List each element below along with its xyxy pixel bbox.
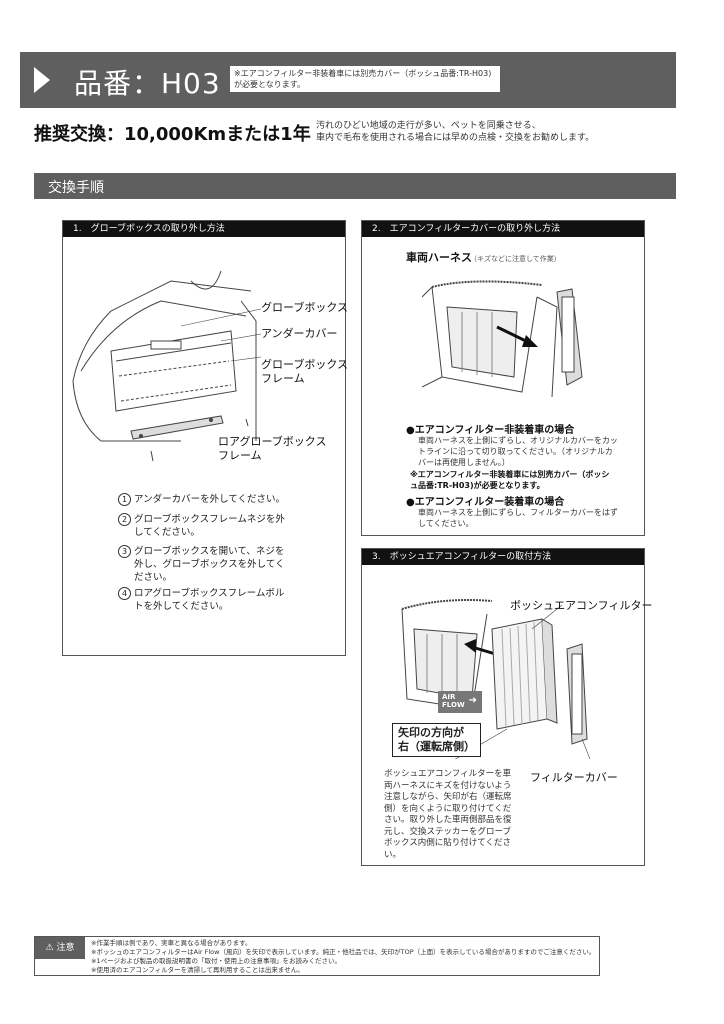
step-item: 4 ロアグローブボックスフレームボルトを外してください。 [118,587,288,613]
caution-line: ※1ページおよび製品の取扱説明書の「取付・使用上の注意事項」をお読みください。 [91,957,341,965]
equipped-text: 車両ハーネスを上側にずらし、フィルターカバーをはずしてください。 [418,508,618,528]
label-frame-line2: フレーム [261,372,305,385]
step-text: アンダーカバーを外してください。 [134,494,286,505]
step-text: ロアグローブボックスフレームボルトを外してください。 [134,588,285,612]
label-filter-cover: フィルターカバー [530,771,618,784]
glovebox-illustration [72,270,261,462]
caution-line: ※ボッシュのエアコンフィルターはAir Flow（風向）を矢印で表示しています。… [91,948,596,956]
caution-box: ⚠ 注意 ※作業手順は例であり、実車と異なる場合があります。 ※ボッシュのエアコ… [34,936,600,976]
step1-heading: 1. グローブボックスの取り外し方法 [63,221,345,237]
step-item: 3 グローブボックスを開いて、ネジを外し、グローブボックスを外してください。 [118,545,288,584]
not-equipped-warning: ※エアコンフィルター非装着車には別売カバー（ボッシュ品番:TR-H03)が必要と… [410,470,610,490]
step-number: 3 [118,545,131,558]
filter-install-illustration [401,599,591,759]
step-number: 4 [118,587,131,600]
label-under-cover: アンダーカバー [261,327,338,340]
airflow-line2: FLOW [442,701,465,709]
caution-tag: ⚠ 注意 [35,937,85,959]
equipped-title: ●エアコンフィルター装着車の場合 [406,497,565,508]
label-glove-box: グローブボックス [261,301,349,314]
page-title: 品番：H03 [74,67,221,100]
step1-box: 1. グローブボックスの取り外し方法 グローブボックス アンダーカバー グローブ… [62,220,349,656]
section-bar: 交換手順 [34,173,676,199]
caution-line: ※作業手順は例であり、実車と異なる場合があります。 [91,939,252,947]
section-title: 交換手順 [48,180,104,196]
step-number: 2 [118,513,131,526]
step-text: グローブボックスフレームネジを外してください。 [134,514,285,538]
not-equipped-title: ●エアコンフィルター非装着車の場合 [406,425,575,436]
header-note: ※エアコンフィルター非装着車には別売カバー（ボッシュ品番:TR-H03)が必要と… [230,66,500,92]
label-lower-frame-line2: フレーム [218,449,262,462]
label-harness: 車両ハーネス [406,251,472,264]
caution-label: 注意 [56,943,75,953]
warning-icon: ⚠ [45,943,54,953]
not-equipped-text: 車両ハーネスを上側にずらし、オリジナルカバーをカットラインに沿って切り取ってくだ… [418,436,618,467]
airflow-line1: AIR [442,693,456,701]
arrow-direction-line2: 右（運転席側） [398,740,475,753]
caution-line: ※使用済のエアコンフィルターを清掃して再利用することは出来ません。 [91,966,304,974]
recommended-note: 汚れのひどい地域の走行が多い、ペットを同乗させる、 車内で毛布を使用される場合に… [316,120,616,144]
step-number: 1 [118,493,131,506]
label-lower-frame-line1: ロアグローブボックス [218,435,327,448]
label-frame-line1: グローブボックス [261,358,349,371]
recommended-replacement: 推奨交換：10,000Kmまたは1年 [34,124,311,145]
label-harness-note: （キズなどに注意して作業） [470,255,561,263]
recommended-note-line1: 汚れのひどい地域の走行が多い、ペットを同乗させる、 [316,121,541,131]
step-item: 1 アンダーカバーを外してください。 [118,493,288,506]
arrow-right-icon: ➜ [468,695,477,706]
step2-heading: 2. エアコンフィルターカバーの取り外し方法 [362,221,644,237]
install-instructions: ボッシュエアコンフィルターを車両ハーネスにキズを付けないよう注意しながら、矢印が… [384,769,512,860]
filter-cover-illustration [422,280,583,398]
play-arrow-icon [34,67,50,93]
arrow-direction-callout: 矢印の方向が 右（運転席側） [392,723,481,757]
step3-heading: 3. ボッシュエアコンフィルターの取付方法 [362,549,644,565]
step3-box: 3. ボッシュエアコンフィルターの取付方法 ボッシュエアコンフィルター フィルタ… [361,548,652,866]
caution-text: ※作業手順は例であり、実車と異なる場合があります。 ※ボッシュのエアコンフィルタ… [91,939,597,975]
airflow-badge: AIR FLOW ➜ [438,691,482,713]
step-text: グローブボックスを開いて、ネジを外し、グローブボックスを外してください。 [134,546,285,583]
arrow-direction-line1: 矢印の方向が [398,726,464,739]
step-item: 2 グローブボックスフレームネジを外してください。 [118,513,288,539]
header-bar: 品番：H03 ※エアコンフィルター非装着車には別売カバー（ボッシュ品番:TR-H… [20,52,676,108]
step2-box: 2. エアコンフィルターカバーの取り外し方法 車両ハーネス （キズなどに注意して… [361,220,645,536]
recommended-note-line2: 車内で毛布を使用される場合には早めの点検・交換をお勧めします。 [316,133,595,143]
label-bosch-filter: ボッシュエアコンフィルター [510,599,653,612]
